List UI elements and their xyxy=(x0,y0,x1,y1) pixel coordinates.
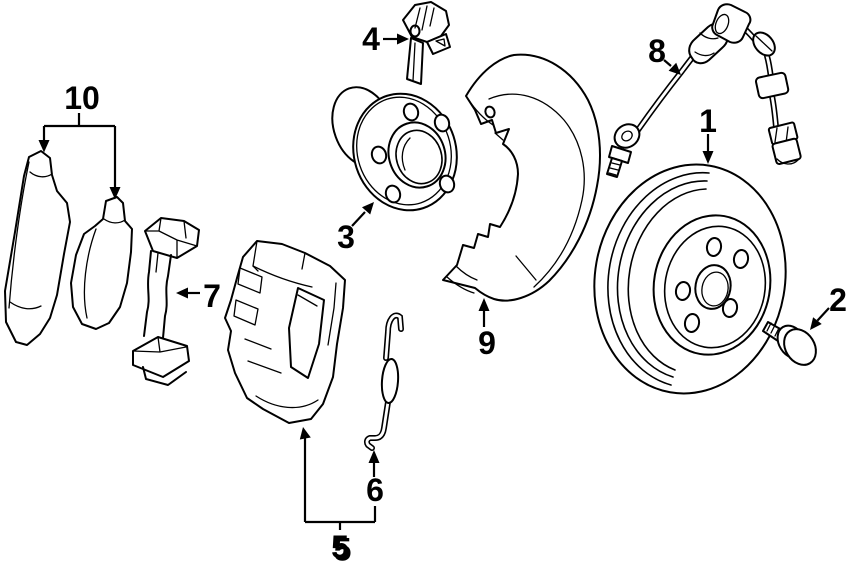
part-abs-sensor-bracket xyxy=(402,1,451,85)
leader-6 xyxy=(368,450,380,477)
callout-2[interactable]: 2 xyxy=(829,282,847,318)
callout-5[interactable]: 5 xyxy=(331,529,349,565)
leader-2 xyxy=(810,307,830,330)
callout-3[interactable]: 3 xyxy=(337,219,355,255)
leader-7 xyxy=(176,287,200,299)
callout-labels: 10 4 3 8 1 2 7 9 6 5 5 xyxy=(64,21,847,566)
callout-10[interactable]: 10 xyxy=(64,80,100,116)
part-brake-rotor xyxy=(593,163,787,395)
callout-1[interactable]: 1 xyxy=(699,103,717,139)
part-rotor-set-screw xyxy=(762,321,817,366)
callout-9[interactable]: 9 xyxy=(478,325,496,361)
callout-7[interactable]: 7 xyxy=(203,278,221,314)
leader-10 xyxy=(38,113,121,200)
part-pad-retaining-spring xyxy=(363,312,404,451)
part-wheel-hub-bearing xyxy=(331,86,458,212)
leader-3 xyxy=(351,202,374,227)
part-brake-hose xyxy=(606,3,802,178)
leader-5-bracket xyxy=(299,427,377,530)
part-caliper-mounting-bracket xyxy=(132,217,200,386)
leader-1 xyxy=(702,134,714,164)
callout-5-highlight: 5 xyxy=(334,532,352,566)
part-brake-caliper xyxy=(224,240,346,424)
callout-8[interactable]: 8 xyxy=(648,33,666,69)
callout-6[interactable]: 6 xyxy=(366,472,384,508)
leader-9 xyxy=(478,298,490,327)
part-brake-pad-set xyxy=(4,150,133,346)
leader-8 xyxy=(663,59,681,75)
part-splash-shield xyxy=(442,53,601,302)
leader-4 xyxy=(383,33,409,45)
callout-4[interactable]: 4 xyxy=(362,21,380,57)
